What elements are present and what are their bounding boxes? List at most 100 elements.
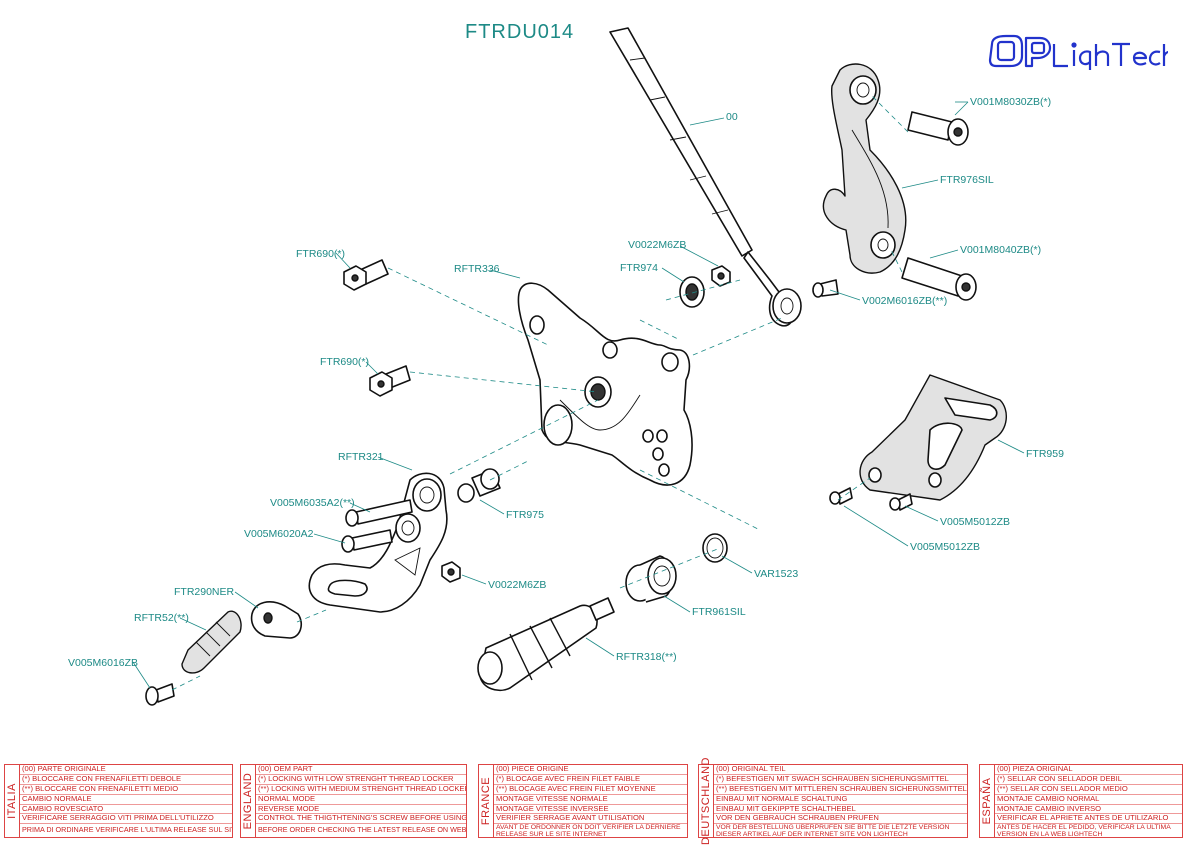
legend-row: VERIFIER SERRAGE AVANT UTILISATION (494, 814, 687, 825)
plate-ftr290ner (250, 601, 302, 639)
main-plate-rftr336 (517, 282, 693, 486)
bolt-v001m8040 (901, 257, 977, 301)
legend-row: (*) LOCKING WITH LOW STRENGHT THREAD LOC… (256, 775, 466, 785)
legend-row: (**) BLOCCARE CON FRENAFILETTI MEDIO (20, 785, 232, 795)
label-v001m8030zb: V001M8030ZB(*) (970, 96, 1051, 108)
legend-row: MONTAGE VITESSE INVERSEE (494, 805, 687, 815)
legend-row: (*) SELLAR CON SELLADOR DEBIL (995, 775, 1182, 785)
legend-row: VOR DER BESTELLUNG ÜBERPRÜFEN SIE BITTE … (716, 824, 950, 837)
label-ftr975: FTR975 (506, 509, 544, 521)
spacer-ftr975 (457, 468, 501, 503)
legend-row: (00) OEM PART (256, 765, 466, 775)
legend-row: (*) BLOCCARE CON FRENAFILETTI DEBOLE (20, 775, 232, 785)
shifter-arm-ftr976sil (822, 63, 907, 274)
label-v0022m6zb-bottom: V0022M6ZB (488, 579, 546, 591)
exploded-parts-diagram: FTRDU014 (68, 21, 1064, 706)
legend-row: ANTES DE HACER EL PEDIDO, VERIFICAR LA U… (997, 824, 1171, 837)
bushing-ftr961sil (625, 555, 677, 603)
label-v001m8040zb: V001M8040ZB(*) (960, 244, 1041, 256)
label-ftr690-upper: FTR690(*) (296, 248, 345, 260)
legend-row: AVANT DE ORDONNER ON DOIT VERIFIER LA DE… (496, 824, 681, 837)
multilingual-legend: ITALIA (00) PARTE ORIGINALE (*) BLOCCARE… (0, 757, 1189, 845)
label-rftr52: RFTR52(**) (134, 612, 189, 624)
label-00: 00 (726, 111, 738, 123)
legend-row: (**) BEFESTIGEN MIT MITTLEREN SCHRAUBEN … (714, 784, 967, 795)
legend-row: VOR DEN GEBRAUCH SCHRAUBEN PRUFEN (714, 814, 967, 825)
nut-v0022m6-top (711, 265, 731, 287)
legend-row: (*) BEFESTIGEN MIT SWACH SCHRAUBEN SICHE… (714, 775, 967, 785)
legend-row: EINBAU MIT GEKIPPTE SCHALTHEBEL (714, 805, 967, 815)
label-ftr976sil: FTR976SIL (940, 174, 994, 186)
legend-row: (00) PIEZA ORIGINAL (995, 765, 1182, 775)
footpeg-rftr318 (477, 597, 615, 692)
bolt-v002m6016 (812, 279, 839, 298)
bolt-v001m8030 (907, 111, 969, 146)
label-ftr959: FTR959 (1026, 448, 1064, 460)
label-rftr318: RFTR318(**) (616, 651, 677, 663)
legend-row: (**) SELLAR CON SELLADOR MEDIO (995, 785, 1182, 795)
bolt-v005m6020a2 (341, 529, 393, 553)
leader-lines (132, 101, 1025, 689)
legend-row: (00) ORIGINAL TEIL (714, 765, 967, 775)
screw-v005m5012-a (829, 487, 853, 505)
oem-shift-rod (609, 27, 802, 327)
flange-bolt-ftr690-upper (343, 259, 389, 291)
bolt-v005m6035a2 (345, 499, 413, 527)
lightech-logo (988, 34, 1168, 70)
legend-row: (**) BLOCAGE AVEC FREIN FILET MOYENNE (494, 785, 687, 795)
legend-block-france: FRANCE (00) PIECE ORIGINE (*) BLOCAGE AV… (478, 764, 688, 838)
legend-row: MONTAJE CAMBIO NORMAL (995, 795, 1182, 805)
ring-var1523 (702, 533, 728, 563)
label-v005m6020a2: V005M6020A2 (244, 528, 314, 540)
legend-row: (00) PIECE ORIGINE (494, 765, 687, 775)
legend-row: CONTROL THE THIGTHTENING'S SCREW BEFORE … (256, 814, 466, 825)
legend-row: REVERSE MODE (256, 805, 466, 815)
peg-rftr52 (181, 610, 242, 674)
legend-row: VERIFICARE SERRAGGIO VITI PRIMA DELL'UTI… (20, 814, 232, 825)
label-ftr974: FTR974 (620, 262, 658, 274)
label-v005m5012zb-b: V005M5012ZB (910, 541, 980, 553)
heel-guard-ftr959 (859, 374, 1007, 501)
legend-block-espana: ESPAÑA (00) PIEZA ORIGINAL (*) SELLAR CO… (979, 764, 1183, 838)
legend-country-espana: ESPAÑA (981, 777, 993, 825)
flange-bolt-ftr690-lower (369, 365, 411, 397)
legend-row: VERIFICAR EL APRIETE ANTES DE UTILIZARLO (995, 814, 1182, 825)
label-v002m6016zb: V002M6016ZB(**) (862, 295, 947, 307)
legend-row: CAMBIO ROVESCIATO (20, 805, 232, 815)
legend-country-england: ENGLAND (242, 772, 254, 830)
label-ftr690-lower: FTR690(*) (320, 356, 369, 368)
assembly-lines (171, 93, 909, 691)
label-v0022m6zb-top: V0022M6ZB (628, 239, 686, 251)
callout-labels: 00 V001M8030ZB(*) FTR976SIL V001M8040ZB(… (68, 96, 1064, 669)
legend-row: CAMBIO NORMALE (20, 795, 232, 805)
drawing-title: FTRDU014 (465, 21, 574, 43)
legend-country-france: FRANCE (480, 776, 492, 826)
legend-row: MONTAJE CAMBIO INVERSO (995, 805, 1182, 815)
screw-v005m5012-b (889, 493, 913, 511)
label-var1523: VAR1523 (754, 568, 798, 580)
legend-row: (**) LOCKING WITH MEDIUM STRENGHT THREAD… (256, 784, 466, 795)
bearing-ftr974 (679, 276, 705, 308)
label-rftr321: RFTR321 (338, 451, 384, 463)
legend-row: EINBAU MIT NORMALE SCHALTUNG (714, 795, 967, 805)
legend-row: BEFORE ORDER CHECKING THE LATEST RELEASE… (258, 825, 466, 835)
label-ftr961sil: FTR961SIL (692, 606, 746, 618)
nut-v0022m6-bottom (441, 561, 461, 583)
label-v005m6016zb: V005M6016ZB (68, 657, 138, 669)
screw-v005m6016 (145, 683, 175, 706)
legend-row: NORMAL MODE (256, 795, 466, 805)
legend-country-deutschland: DEUTSCHLAND (700, 756, 712, 845)
legend-block-deutschland: DEUTSCHLAND (00) ORIGINAL TEIL (*) BEFES… (698, 757, 968, 845)
label-v005m6035a2: V005M6035A2(**) (270, 497, 355, 509)
legend-block-england: ENGLAND (00) OEM PART (*) LOCKING WITH L… (240, 764, 467, 838)
legend-row: PRIMA DI ORDINARE VERIFICARE L'ULTIMA RE… (22, 825, 232, 835)
legend-block-italia: ITALIA (00) PARTE ORIGINALE (*) BLOCCARE… (4, 764, 233, 838)
legend-row: (*) BLOCAGE AVEC FREIN FILET FAIBLE (494, 775, 687, 785)
shift-lever-rftr321 (308, 472, 448, 613)
legend-country-italia: ITALIA (6, 783, 18, 819)
label-ftr290ner: FTR290NER (174, 586, 235, 598)
legend-row: MONTAGE VITESSE NORMALE (494, 795, 687, 805)
label-v005m5012zb-a: V005M5012ZB (940, 516, 1010, 528)
label-rftr336: RFTR336 (454, 263, 500, 275)
legend-row: (00) PARTE ORIGINALE (20, 765, 232, 775)
